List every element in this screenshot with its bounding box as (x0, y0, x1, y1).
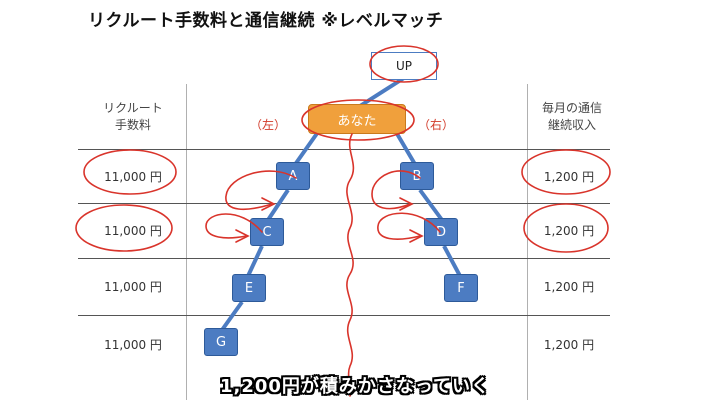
row-divider (78, 149, 610, 150)
loop-arrow-c-head (235, 229, 250, 243)
loop-arrow-a-head (261, 197, 276, 211)
connector-e-g (220, 300, 244, 332)
connector-you-a (292, 130, 320, 168)
loop-arrow-a (225, 170, 297, 211)
node-c: C (250, 218, 284, 246)
right-side-label: （右） (418, 118, 455, 132)
fee-header-line-2: 手数料 (114, 118, 151, 132)
node-up: UP (371, 52, 437, 80)
connector-c-e (246, 245, 264, 277)
page-title: リクルート手数料と通信継続 ※レベルマッチ (88, 11, 444, 31)
fee-cell: 11,000 円 (104, 280, 162, 294)
income-cell: 1,200 円 (543, 338, 595, 352)
fee-cell: 11,000 円 (104, 224, 162, 238)
node-d: D (424, 218, 458, 246)
circle-fee-2 (75, 204, 173, 252)
fee-cell: 11,000 円 (104, 170, 162, 184)
connector-b-d (418, 188, 444, 222)
connector-a-c (266, 188, 290, 222)
row-divider (78, 315, 610, 316)
circle-up (369, 45, 439, 83)
wavy-divider (346, 133, 355, 397)
fee-header-line-1: リクルート (103, 101, 163, 115)
loop-arrow-d-head (409, 229, 424, 243)
column-divider-right (527, 84, 528, 400)
circle-fee-1 (83, 149, 177, 195)
loop-arrow-c (205, 213, 263, 239)
connector-up-you (358, 76, 406, 108)
node-g: G (204, 328, 238, 356)
income-header-line-2: 継続収入 (547, 118, 596, 132)
loop-arrow-d (377, 212, 441, 240)
fee-cell: 11,000 円 (104, 338, 162, 352)
circle-income-2 (523, 203, 609, 253)
node-f: F (444, 274, 478, 302)
fee-header: リクルート 手数料 (88, 100, 178, 134)
income-header: 毎月の通信 継続収入 (526, 100, 618, 134)
row-divider (78, 203, 610, 204)
circle-you (301, 99, 415, 141)
node-you: あなた (308, 104, 406, 134)
column-divider-left (186, 84, 187, 400)
row-divider (78, 258, 610, 259)
connector-you-b (394, 130, 418, 168)
left-side-label: （左） (250, 118, 287, 132)
loop-arrow-b-head (399, 197, 414, 211)
income-cell: 1,200 円 (543, 224, 595, 238)
node-e: E (232, 274, 266, 302)
connector-d-f (442, 245, 462, 277)
income-cell: 1,200 円 (543, 280, 595, 294)
circle-income-1 (521, 149, 611, 195)
loop-arrow-b (371, 170, 421, 210)
caption-subtitle: 1,200円が積みかさなっていく (219, 376, 491, 397)
income-cell: 1,200 円 (543, 170, 595, 184)
income-header-line-1: 毎月の通信 (541, 101, 602, 115)
